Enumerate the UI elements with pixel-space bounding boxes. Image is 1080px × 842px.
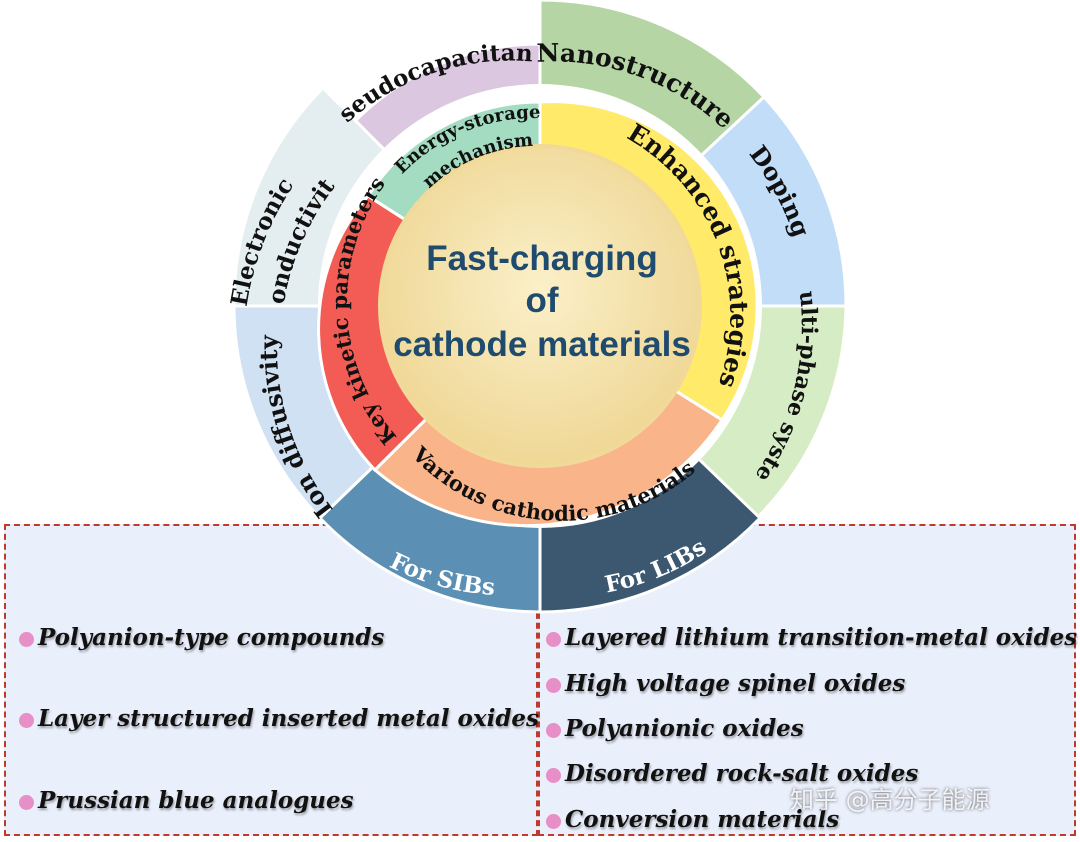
bullet-icon (19, 713, 34, 728)
lib-item: Layered lithium transition-metal oxides (565, 624, 1078, 651)
center-title-line1: Fast-charging (426, 239, 657, 278)
bullet-icon (19, 632, 34, 647)
lib-item: Disordered rock-salt oxides (565, 760, 919, 787)
bullet-icon (546, 814, 561, 829)
center-title-line2: of (525, 281, 558, 320)
bullet-icon (546, 768, 561, 783)
center-title-line3: cathode materials (393, 325, 691, 364)
sib-item: Layer structured inserted metal oxides (38, 705, 540, 732)
bullet-icon (546, 723, 561, 738)
bullet-icon (546, 678, 561, 693)
lib-item: Conversion materials (565, 806, 840, 833)
sib-item: Polyanion-type compounds (38, 624, 385, 651)
bullet-icon (19, 795, 34, 810)
sib-item: Prussian blue analogues (38, 787, 354, 814)
bullet-icon (546, 632, 561, 647)
lib-item: Polyanionic oxides (565, 715, 804, 742)
center-disc (378, 144, 702, 468)
watermark-text: 知乎 @高分子能源 (790, 786, 990, 814)
lib-item: High voltage spinel oxides (565, 670, 906, 697)
